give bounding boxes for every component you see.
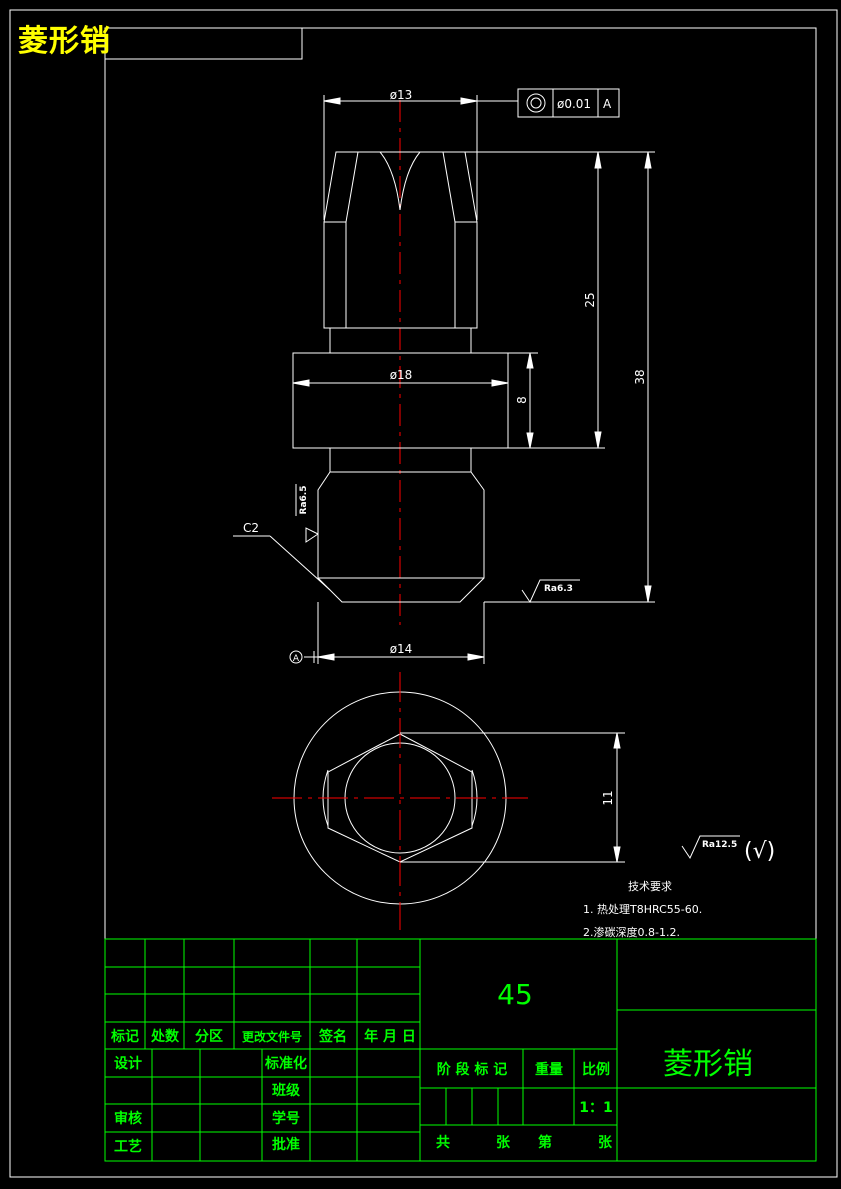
- dim-14: [289, 602, 485, 664]
- tolerance-datum: A: [603, 97, 612, 111]
- hdr-doc: 更改文件号: [242, 1029, 302, 1044]
- val-scale: 1：1: [579, 1100, 612, 1116]
- title-box: [104, 27, 303, 60]
- dim-8-label: 8: [515, 396, 529, 404]
- hdr-date: 年 月 日: [364, 1028, 416, 1045]
- dim-13: [323, 95, 518, 220]
- hdr-sign: 签名: [318, 1028, 347, 1045]
- chamfer-label: C2: [243, 521, 259, 535]
- chamfer-leader: [233, 535, 331, 591]
- inner-border: [104, 27, 817, 1162]
- dim-8: [508, 352, 538, 449]
- dim-18: [292, 379, 509, 387]
- drawing-title: 菱形销: [18, 24, 111, 59]
- roughness-general-label: Ra12.5: [702, 840, 737, 850]
- lbl-class: 班级: [272, 1082, 301, 1099]
- roughness-general: [681, 835, 740, 860]
- outer-border: [9, 9, 838, 1178]
- hdr-zone: 分区: [195, 1029, 223, 1045]
- tech-title: 技术要求: [628, 880, 672, 893]
- hdr-mark: 标记: [110, 1028, 139, 1045]
- roughness-1-label: Ra6.5: [299, 486, 309, 515]
- tech-line2: 2.渗碳深度0.8-1.2.: [583, 925, 680, 939]
- roughness-2-label: Ra6.3: [544, 584, 573, 594]
- roughness-symbol-1: [295, 484, 319, 543]
- lbl-standard: 标准化: [264, 1055, 307, 1072]
- tech-line1: 1. 热处理T8HRC55-60.: [583, 903, 702, 916]
- dim-18-label: ø18: [390, 368, 413, 382]
- datum-label: A: [293, 654, 300, 664]
- material-label: 45: [497, 978, 533, 1011]
- lbl-stage: 阶 段 标 记: [437, 1061, 508, 1078]
- title-block-grid: [104, 938, 817, 1162]
- bottom-centerlines: [272, 672, 528, 930]
- lbl-sheet1: 张: [496, 1135, 511, 1151]
- dim-25-label: 25: [583, 292, 597, 307]
- lbl-approve: 批准: [272, 1136, 300, 1153]
- part-name-label: 菱形销: [663, 1047, 753, 1082]
- hdr-count: 处数: [150, 1028, 180, 1045]
- roughness-general-suffix: (√): [744, 839, 775, 864]
- lbl-scale: 比例: [582, 1061, 610, 1078]
- lbl-total: 共: [436, 1134, 450, 1151]
- dim-11-label: 11: [601, 790, 615, 805]
- lbl-nth: 第: [538, 1134, 552, 1151]
- dim-14-label: ø14: [390, 642, 413, 656]
- dim-13-label: ø13: [390, 88, 413, 102]
- dim-38-label: 38: [633, 369, 647, 384]
- dim-25: [465, 151, 655, 449]
- roughness-symbol-2: [521, 579, 580, 604]
- lbl-student-no: 学号: [272, 1110, 300, 1127]
- dim-11: [400, 732, 625, 863]
- lbl-process: 工艺: [114, 1138, 142, 1155]
- tolerance-value: ø0.01: [557, 97, 591, 111]
- pin-shank: [317, 471, 485, 603]
- lbl-weight: 重量: [535, 1061, 563, 1078]
- lbl-design: 设计: [114, 1055, 142, 1072]
- lbl-review: 审核: [114, 1110, 142, 1127]
- lbl-sheet2: 张: [598, 1135, 613, 1151]
- tolerance-frame: [517, 88, 620, 118]
- dim-38: [484, 151, 655, 603]
